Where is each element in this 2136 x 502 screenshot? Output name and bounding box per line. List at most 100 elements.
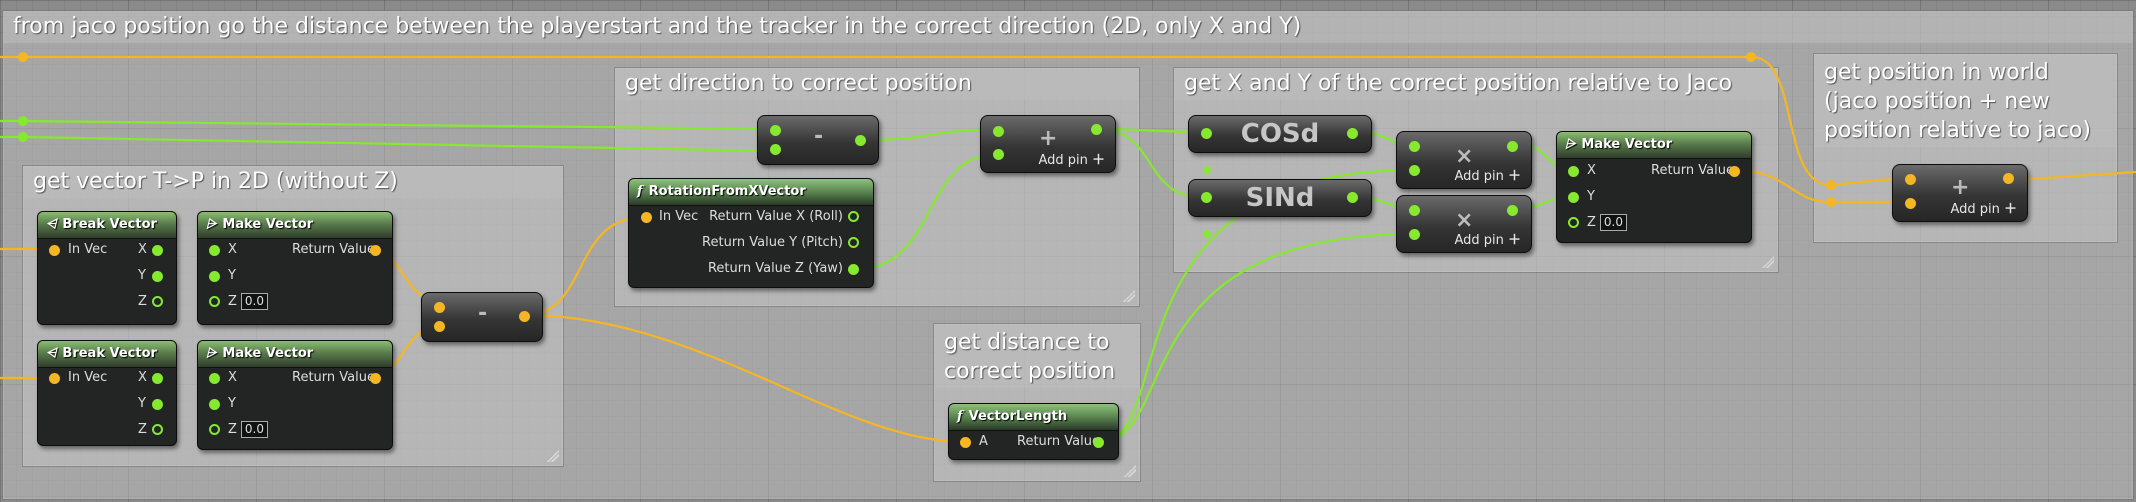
add-pin-label: Add pin bbox=[1950, 202, 2000, 217]
return-x-label: Return Value X (Roll) bbox=[709, 209, 843, 224]
a-pin[interactable] bbox=[1409, 141, 1420, 152]
in-z-pin[interactable] bbox=[209, 296, 220, 307]
sind-label: SINd bbox=[1245, 183, 1315, 213]
add-pin-button[interactable]: Add pin ＋ bbox=[1950, 198, 2017, 217]
in-vec-pin[interactable] bbox=[641, 212, 652, 223]
cosd-node[interactable]: COSd bbox=[1188, 115, 1372, 153]
vector-length-title: VectorLength bbox=[968, 409, 1068, 424]
out-z-pin[interactable] bbox=[152, 424, 163, 435]
resize-grip[interactable] bbox=[547, 450, 559, 462]
z-value-input[interactable]: 0.0 bbox=[240, 421, 268, 438]
return-y-pin[interactable] bbox=[848, 237, 859, 248]
comment-xy-relative-title: get X and Y of the correct position rela… bbox=[1174, 68, 1778, 100]
b-pin[interactable] bbox=[770, 144, 781, 155]
b-pin[interactable] bbox=[434, 321, 445, 332]
comment-distance-line2: correct position bbox=[944, 359, 1116, 384]
comment-world-line3: position relative to jaco) bbox=[1824, 118, 2091, 143]
function-icon: f bbox=[637, 184, 643, 199]
in-vec-pin[interactable] bbox=[49, 373, 60, 384]
return-value-pin[interactable] bbox=[1093, 437, 1104, 448]
in-x-pin[interactable] bbox=[209, 245, 220, 256]
in-y-pin[interactable] bbox=[1568, 192, 1579, 203]
in-vec-pin[interactable] bbox=[49, 245, 60, 256]
b-pin[interactable] bbox=[1409, 229, 1420, 240]
in-x-pin[interactable] bbox=[209, 373, 220, 384]
break-vector-header: ⩤Break Vector bbox=[38, 341, 176, 368]
return-y-label: Return Value Y (Pitch) bbox=[702, 235, 843, 250]
break-vector-title: Break Vector bbox=[62, 217, 157, 232]
multiply-float-node-2[interactable]: × Add pin ＋ bbox=[1396, 195, 1532, 253]
in-vec-label: In Vec bbox=[68, 242, 108, 257]
function-icon: f bbox=[957, 409, 963, 424]
subtract-float-node[interactable]: - bbox=[757, 115, 879, 165]
add-pin-button[interactable]: Add pin ＋ bbox=[1454, 165, 1521, 184]
in-y-pin[interactable] bbox=[209, 271, 220, 282]
return-pin[interactable] bbox=[1507, 141, 1518, 152]
return-value-pin[interactable] bbox=[370, 373, 381, 384]
b-pin[interactable] bbox=[1905, 198, 1916, 209]
a-pin[interactable] bbox=[993, 126, 1004, 137]
a-pin[interactable] bbox=[434, 302, 445, 313]
add-float-node[interactable]: + Add pin ＋ bbox=[980, 115, 1116, 173]
make-vector-header: ⩥Make Vector bbox=[198, 212, 392, 239]
out-z-label: Z bbox=[138, 422, 147, 437]
return-pin[interactable] bbox=[855, 135, 866, 146]
z-value-input[interactable]: 0.0 bbox=[240, 293, 268, 310]
add-vector-node[interactable]: + Add pin ＋ bbox=[1892, 164, 2028, 222]
out-x-pin[interactable] bbox=[152, 373, 163, 384]
make-vector-icon: ⩥ bbox=[206, 346, 217, 361]
add-pin-label: Add pin bbox=[1454, 169, 1504, 184]
in-z-pin[interactable] bbox=[1568, 217, 1579, 228]
return-value-pin[interactable] bbox=[370, 245, 381, 256]
return-pin[interactable] bbox=[1091, 124, 1102, 135]
in-x-pin[interactable] bbox=[1568, 166, 1579, 177]
b-pin[interactable] bbox=[1409, 165, 1420, 176]
resize-grip[interactable] bbox=[1124, 465, 1136, 477]
a-pin[interactable] bbox=[770, 125, 781, 136]
out-y-pin[interactable] bbox=[152, 399, 163, 410]
subtract-vector-node[interactable]: - bbox=[421, 292, 543, 342]
add-pin-button[interactable]: Add pin ＋ bbox=[1038, 149, 1105, 168]
return-pin[interactable] bbox=[519, 311, 530, 322]
in-x-label: X bbox=[1587, 163, 1596, 178]
a-pin[interactable] bbox=[1409, 205, 1420, 216]
resize-grip[interactable] bbox=[1123, 290, 1135, 302]
out-y-pin[interactable] bbox=[152, 271, 163, 282]
return-pin[interactable] bbox=[1347, 128, 1358, 139]
make-vector-header: ⩥Make Vector bbox=[1557, 132, 1751, 159]
in-z-pin[interactable] bbox=[209, 424, 220, 435]
out-z-pin[interactable] bbox=[152, 296, 163, 307]
comment-world-position-title: get position in world (jaco position + n… bbox=[1814, 54, 2117, 147]
return-z-pin[interactable] bbox=[848, 264, 859, 275]
make-vector-title: Make Vector bbox=[222, 346, 314, 361]
in-y-pin[interactable] bbox=[209, 399, 220, 410]
return-value-pin[interactable] bbox=[1729, 166, 1740, 177]
out-x-pin[interactable] bbox=[152, 245, 163, 256]
return-pin[interactable] bbox=[1507, 205, 1518, 216]
b-pin[interactable] bbox=[993, 149, 1004, 160]
sind-node[interactable]: SINd bbox=[1188, 179, 1372, 217]
break-vector-title: Break Vector bbox=[62, 346, 157, 361]
multiply-float-node-1[interactable]: × Add pin ＋ bbox=[1396, 131, 1532, 189]
break-vector-node-2[interactable]: ⩤Break Vector In Vec X Y Z bbox=[37, 340, 177, 446]
break-vector-node-1[interactable]: ⩤Break Vector In Vec X Y Z bbox=[37, 211, 177, 325]
return-pin[interactable] bbox=[2003, 173, 2014, 184]
return-pin[interactable] bbox=[1347, 192, 1358, 203]
z-value-input[interactable]: 0.0 bbox=[1599, 214, 1627, 231]
comment-vector-tp-title: get vector T->P in 2D (without Z) bbox=[23, 166, 563, 198]
plus-icon: ＋ bbox=[1507, 169, 1521, 184]
add-pin-button[interactable]: Add pin ＋ bbox=[1454, 229, 1521, 248]
resize-grip[interactable] bbox=[1762, 256, 1774, 268]
a-pin[interactable] bbox=[960, 437, 971, 448]
out-x-label: X bbox=[138, 370, 147, 385]
a-pin[interactable] bbox=[1905, 174, 1916, 185]
return-x-pin[interactable] bbox=[848, 211, 859, 222]
